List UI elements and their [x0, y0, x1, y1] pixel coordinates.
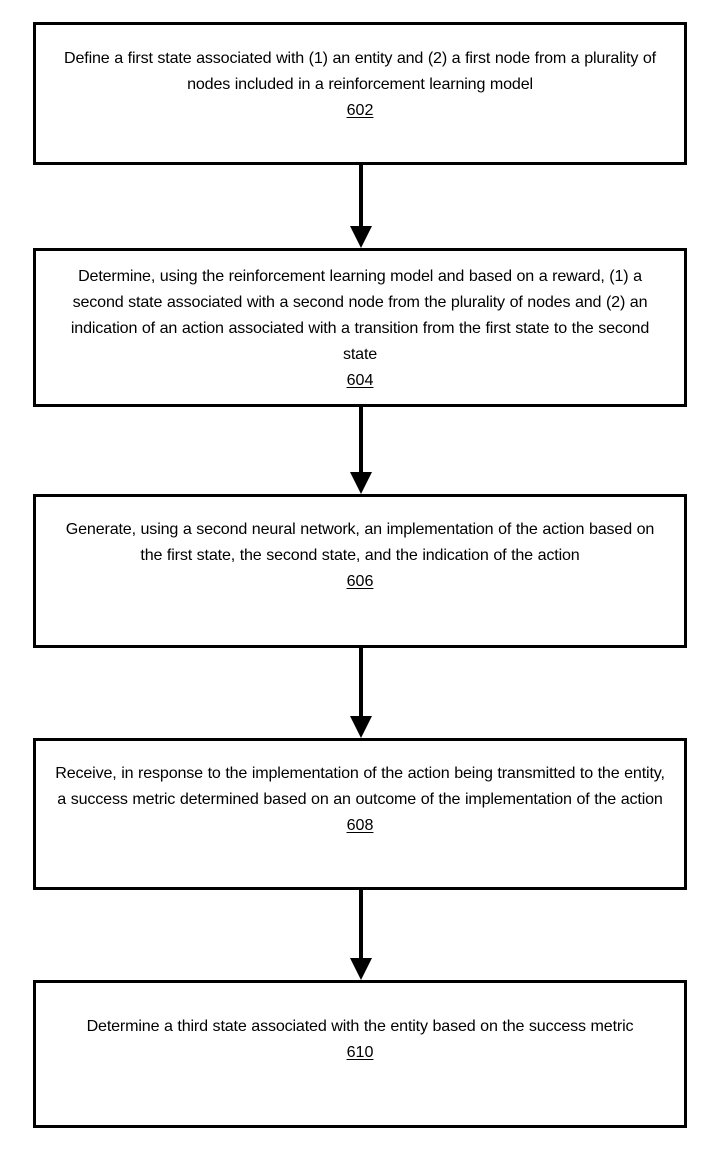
arrow-head	[350, 958, 372, 980]
flowchart-step-608: Receive, in response to the implementati…	[33, 738, 687, 890]
step-602-text: Define a first state associated with (1)…	[64, 49, 656, 93]
arrow-shaft	[359, 165, 363, 226]
down-arrow-icon-602-to-604	[350, 165, 372, 248]
step-604-reference-numeral: 604	[346, 371, 374, 389]
step-610-reference-numeral: 610	[346, 1043, 374, 1061]
step-610-text: Determine a third state associated with …	[86, 1017, 634, 1035]
step-604-text: Determine, using the reinforcement learn…	[70, 267, 650, 363]
step-606-text: Generate, using a second neural network,…	[65, 520, 655, 564]
arrow-shaft	[359, 890, 363, 958]
arrow-shaft	[359, 648, 363, 716]
step-606-reference-numeral: 606	[346, 572, 374, 590]
step-602-reference-numeral: 602	[346, 101, 374, 119]
flowchart-step-604: Determine, using the reinforcement learn…	[33, 248, 687, 407]
step-608-text: Receive, in response to the implementati…	[55, 764, 665, 808]
flowchart-step-606: Generate, using a second neural network,…	[33, 494, 687, 648]
arrow-head	[350, 716, 372, 738]
arrow-head	[350, 472, 372, 494]
down-arrow-icon-608-to-610	[350, 890, 372, 980]
arrow-shaft	[359, 407, 363, 472]
down-arrow-icon-604-to-606	[350, 407, 372, 494]
down-arrow-icon-606-to-608	[350, 648, 372, 738]
arrow-head	[350, 226, 372, 248]
flowchart-step-602: Define a first state associated with (1)…	[33, 22, 687, 165]
step-608-reference-numeral: 608	[346, 816, 374, 834]
flowchart-step-610: Determine a third state associated with …	[33, 980, 687, 1128]
